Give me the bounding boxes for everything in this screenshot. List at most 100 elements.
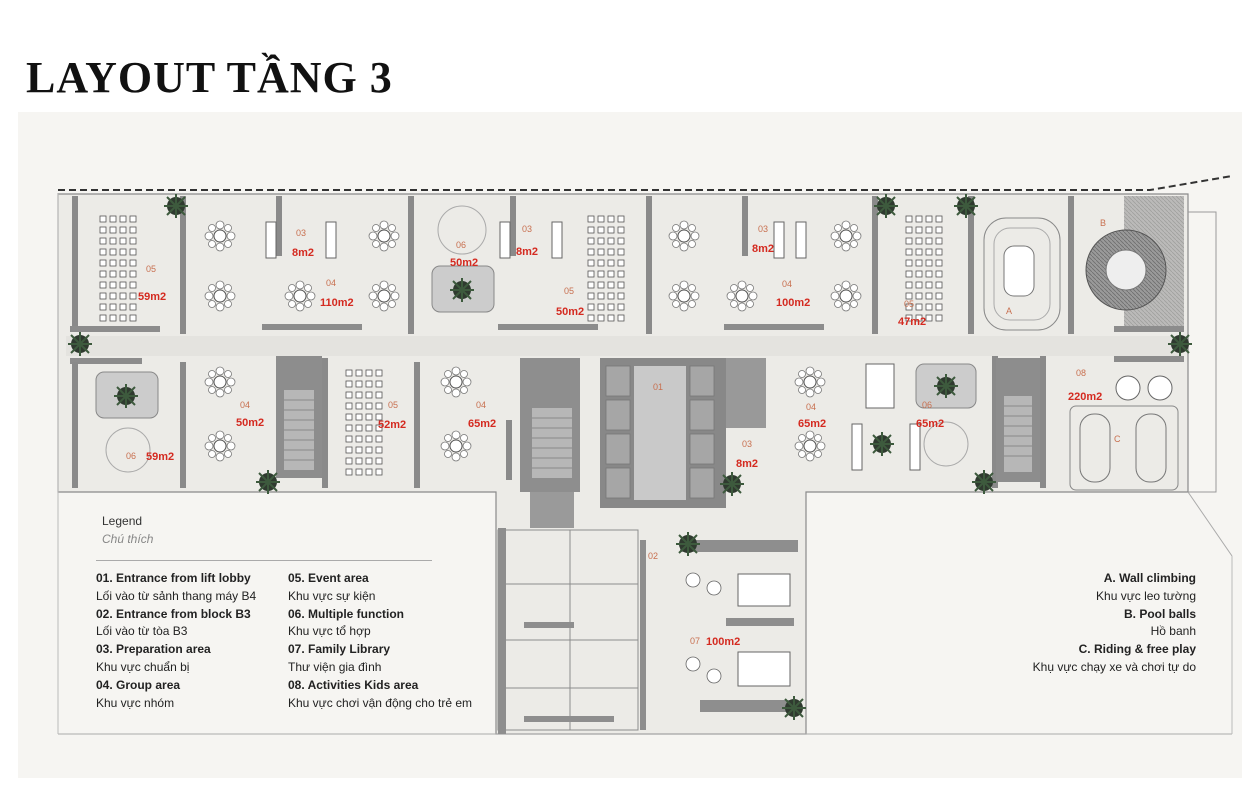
legend-item-heading: 05. Event area [288,571,369,585]
round-table [204,366,236,398]
pool-balls-area [1085,196,1184,326]
round-table [204,430,236,462]
room-code: 07 [690,636,700,646]
bench [865,363,895,409]
room-code: 03 [522,224,532,234]
round-lounge [437,205,487,255]
plant-icon [163,193,189,219]
room-code: 05 [564,286,574,296]
room-area: 110m2 [320,297,354,309]
room-code: 05 [388,400,398,410]
legend-column-1: 01. Entrance from lift lobby Lối vào từ … [96,570,256,712]
round-table [440,366,472,398]
core-right-stair [996,358,1040,482]
kids-riding-track [1069,375,1179,491]
core-central [520,358,766,528]
legend-divider [96,560,432,561]
boundary-dashed [58,175,1233,191]
plant-icon [255,469,281,495]
property-line [1187,491,1233,557]
room-code: 01 [653,382,663,392]
legend-item-heading: C. Riding & free play [1078,642,1196,657]
round-table [368,220,400,252]
prep-counter [795,221,807,259]
plant-icon [449,277,475,303]
prep-counter [551,221,563,259]
room-area: 50m2 [450,257,478,269]
room-area: 47m2 [898,316,926,328]
round-table [368,280,400,312]
legend-item-desc: Khu vực nhóm [96,695,175,710]
room-code: 03 [742,439,752,449]
plant-icon [873,193,899,219]
room-area: 52m2 [378,419,406,431]
room-area: 65m2 [916,418,944,430]
room-code: 06 [126,451,136,461]
prep-counter [773,221,785,259]
round-table [204,220,236,252]
plant-icon [719,471,745,497]
family-library [680,540,798,712]
round-table [668,280,700,312]
room-code: 06 [456,240,466,250]
round-table [794,430,826,462]
round-table [284,280,316,312]
room-code: 04 [326,278,336,288]
room-area: 8m2 [752,243,774,255]
legend-item-heading: 04. Group area [96,677,181,692]
page-title: LAYOUT TẦNG 3 [26,53,393,102]
round-table [726,280,758,312]
prep-counter [265,221,277,259]
room-area: 65m2 [468,418,496,430]
legend-column-3: A. Wall climbing Khu vực leo tường B. Po… [1033,570,1196,677]
room-code: 04 [806,402,816,412]
room-code: 04 [240,400,250,410]
legend-item-desc: Khu vực tổ hợp [288,624,371,639]
plant-icon [971,469,997,495]
room-area: 8m2 [516,246,538,258]
room-code: 05 [904,299,914,309]
bench [909,423,921,471]
legend-item-desc: Thư viện gia đình [288,659,382,674]
legend-item-heading: 03. Preparation area [96,642,211,657]
round-table [440,430,472,462]
legend-item-heading: B. Pool balls [1123,606,1196,621]
north-partitions [72,196,1074,334]
plant-icon [675,531,701,557]
plant-icon [933,373,959,399]
room-area: 59m2 [138,291,166,303]
legend-subtitle: Chú thích [102,532,154,546]
room-code: 06 [922,400,932,410]
round-table [830,220,862,252]
room-code: 04 [476,400,486,410]
round-table [668,220,700,252]
room-code: 04 [782,279,792,289]
legend-item-desc: Lối vào từ tòa B3 [96,624,188,639]
legend-title: Legend [102,514,143,528]
room-area: 100m2 [706,636,740,648]
legend-column-2: 05. Event area Khu vực sự kiện 06. Multi… [288,570,472,712]
round-lounge [923,421,969,467]
room-code: 03 [296,228,306,238]
corridor [66,336,1182,356]
legend-item-desc: Khu vực sự kiện [288,588,376,603]
legend-item-desc: Hồ banh [1150,624,1196,639]
core-left-stair [276,356,322,478]
plant-icon [67,331,93,357]
wall-climbing-area [983,217,1061,331]
room-code: 02 [648,551,658,561]
room-code: 05 [146,264,156,274]
east-annex-outline [1188,211,1217,493]
room-code: 08 [1076,368,1086,378]
round-table [830,280,862,312]
legend-item-heading: 06. Multiple function [288,606,404,621]
round-table [794,366,826,398]
prep-counter [325,221,337,259]
legend-item-desc: Khu vực chơi vận động cho trẻ em [288,695,472,710]
room-area: 8m2 [292,247,314,259]
legend-item-desc: Khu vực leo tường [1096,588,1196,603]
plant-icon [953,193,979,219]
bench [851,423,863,471]
legend-item-desc: Khụ vực chạy xe và chơi tự do [1032,659,1196,674]
